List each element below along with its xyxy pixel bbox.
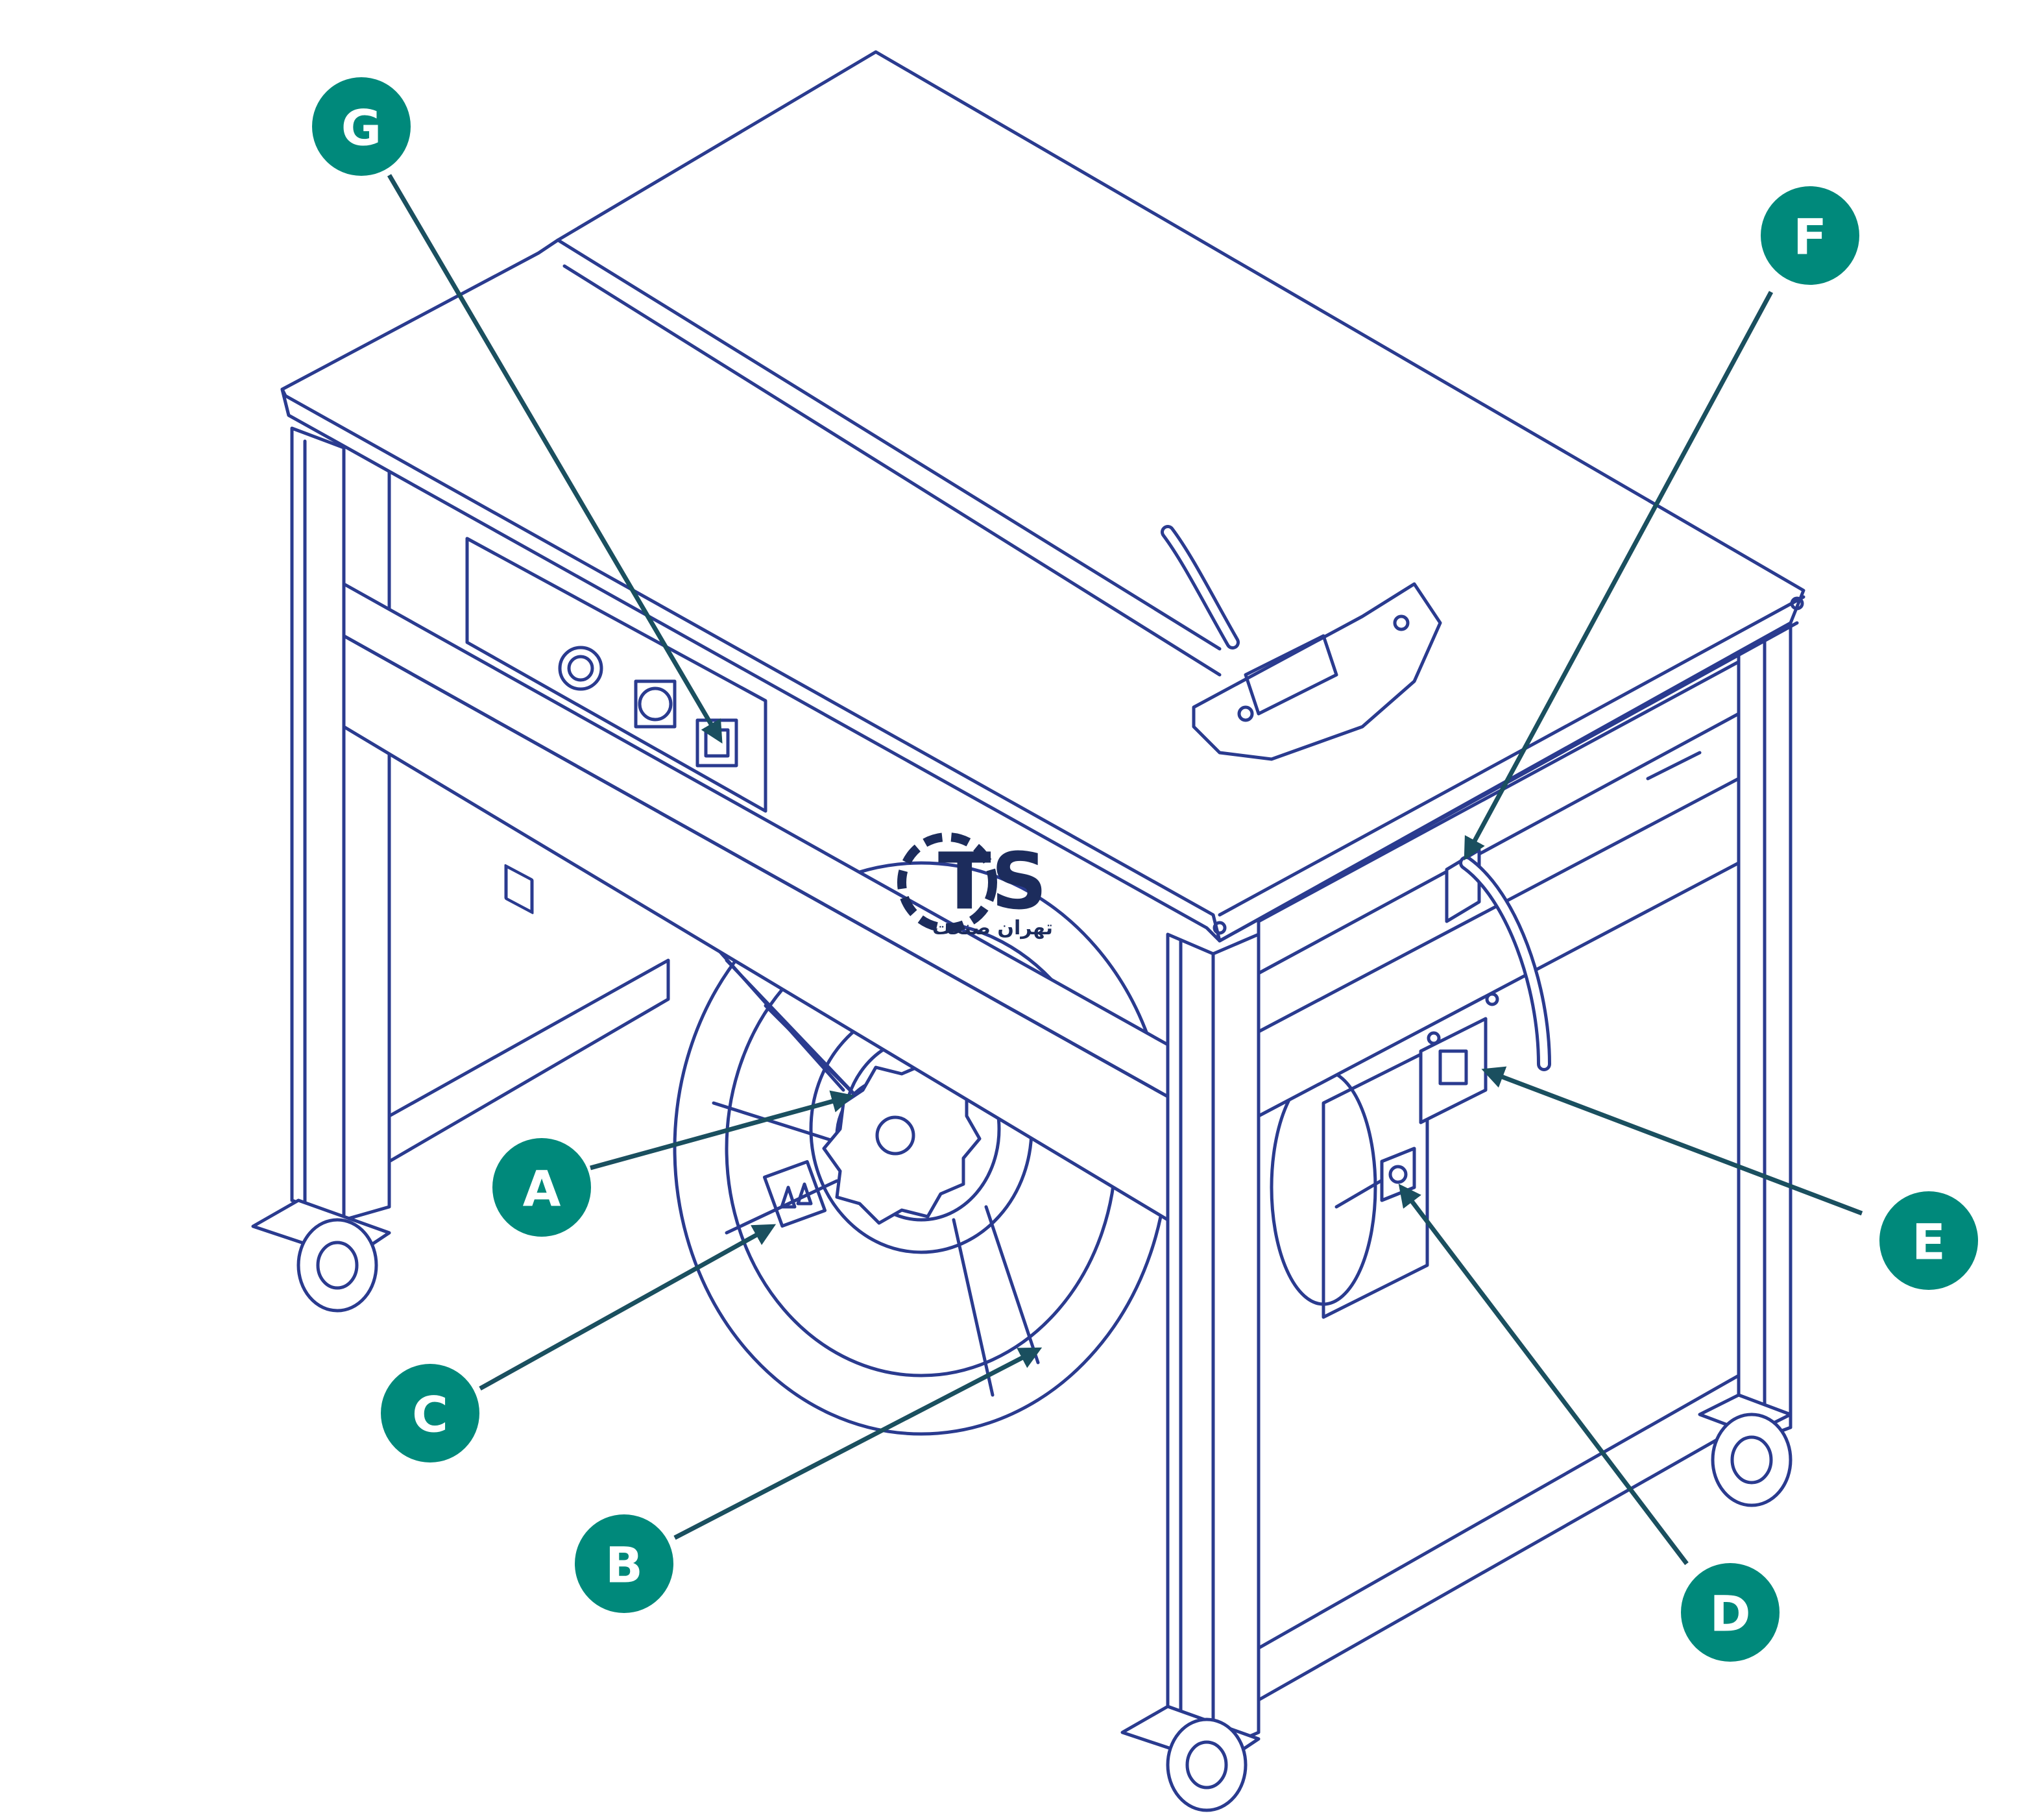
callout-g: G xyxy=(312,77,411,176)
leader-line-a xyxy=(590,1090,854,1171)
callout-d: D xyxy=(1681,1563,1780,1662)
logo-caption: تهران صنعت xyxy=(932,917,1053,940)
logo-letters: TS xyxy=(938,837,1047,927)
ts-logo: TS تهران صنعت xyxy=(897,832,1053,940)
strap-outlet xyxy=(1445,848,1551,1071)
callout-f-label: F xyxy=(1793,208,1827,266)
callout-c: C xyxy=(381,1364,479,1462)
rear-right-leg xyxy=(1737,621,1793,1449)
leader-line-d xyxy=(1398,1183,1689,1566)
leader-line-f xyxy=(1464,291,1774,861)
callout-b: B xyxy=(575,1514,673,1613)
table-top xyxy=(280,50,1805,943)
reel-hub-gear xyxy=(822,1062,982,1225)
warning-label xyxy=(762,1159,827,1228)
leader-line-e xyxy=(1481,1066,1863,1216)
leader-lines xyxy=(387,174,1863,1566)
machine-illustration xyxy=(251,50,1805,1812)
caster-front-right xyxy=(1120,1705,1261,1812)
leader-line-b xyxy=(673,1347,1043,1540)
callout-d-label: D xyxy=(1709,1585,1750,1643)
callout-g-label: G xyxy=(341,99,381,157)
callout-a: A xyxy=(492,1138,591,1237)
callout-f: F xyxy=(1761,186,1859,285)
callout-a-label: A xyxy=(523,1160,561,1218)
strap-guide-arch xyxy=(1161,525,1442,761)
callout-c-label: C xyxy=(412,1386,448,1444)
caster-rear-right xyxy=(1698,1393,1793,1507)
leader-line-g xyxy=(387,174,723,744)
caster-front-left xyxy=(251,1198,391,1313)
callout-b-label: B xyxy=(605,1536,643,1594)
callout-e-label: E xyxy=(1912,1213,1946,1271)
callout-e: E xyxy=(1879,1191,1978,1290)
front-right-leg xyxy=(1166,932,1261,1754)
leader-line-c xyxy=(479,1224,777,1391)
front-left-leg xyxy=(290,426,391,1222)
tension-switch xyxy=(1419,992,1499,1124)
